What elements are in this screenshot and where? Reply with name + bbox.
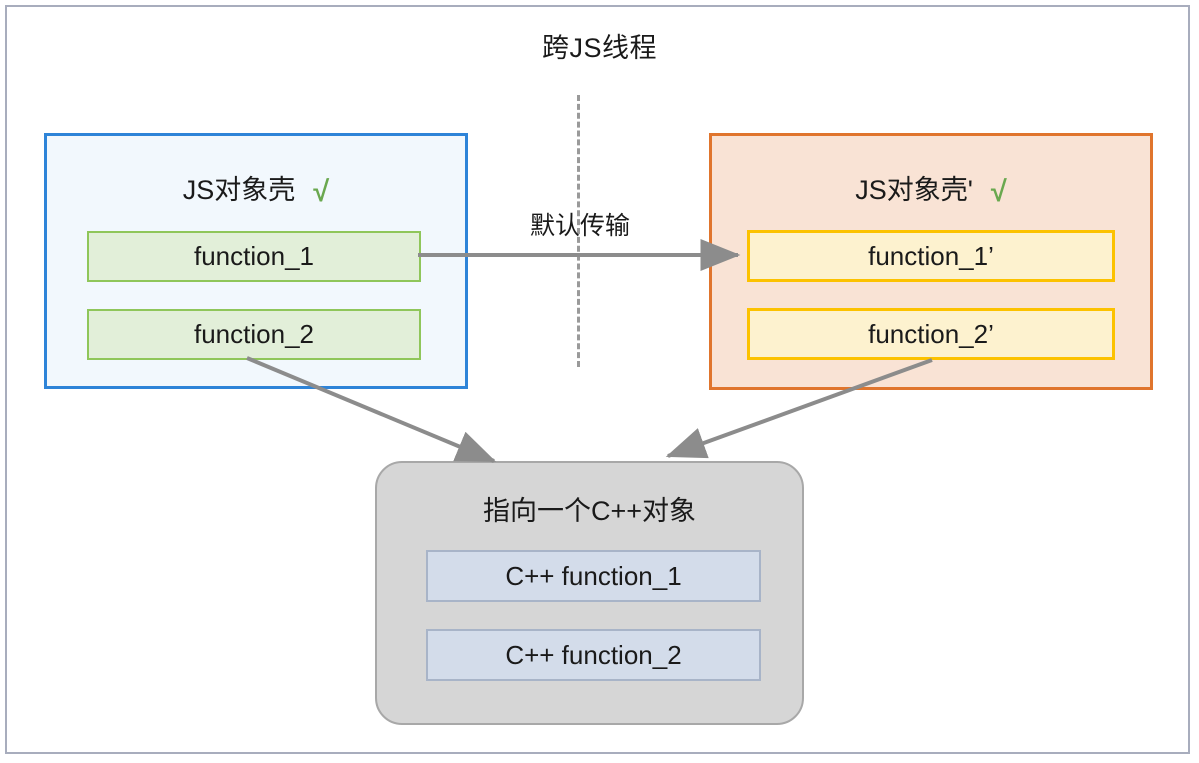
right-js-object-shell: JS对象壳' √ function_1’ function_2’ xyxy=(709,133,1153,390)
check-icon: √ xyxy=(990,176,1007,208)
cpp-object-box: 指向一个C++对象 C++ function_1 C++ function_2 xyxy=(375,461,804,725)
thread-boundary-dashed-line xyxy=(577,95,580,367)
left-js-object-shell: JS对象壳 √ function_1 function_2 xyxy=(44,133,468,389)
transfer-label: 默认传输 xyxy=(529,212,630,240)
left-function-1[interactable]: function_1 xyxy=(87,231,421,282)
left-shell-title-row: JS对象壳 √ xyxy=(47,168,465,209)
right-shell-title: JS对象壳' xyxy=(855,175,973,205)
left-function-2[interactable]: function_2 xyxy=(87,309,421,360)
cpp-function-1[interactable]: C++ function_1 xyxy=(426,550,761,602)
check-icon: √ xyxy=(313,176,330,208)
cpp-object-title: 指向一个C++对象 xyxy=(482,496,697,526)
cpp-function-2[interactable]: C++ function_2 xyxy=(426,629,761,681)
right-function-2[interactable]: function_2’ xyxy=(747,308,1115,360)
diagram-title: 跨JS线程 xyxy=(541,33,657,63)
right-shell-title-row: JS对象壳' √ xyxy=(712,168,1150,209)
left-shell-title: JS对象壳 xyxy=(182,175,296,205)
right-function-1[interactable]: function_1’ xyxy=(747,230,1115,282)
